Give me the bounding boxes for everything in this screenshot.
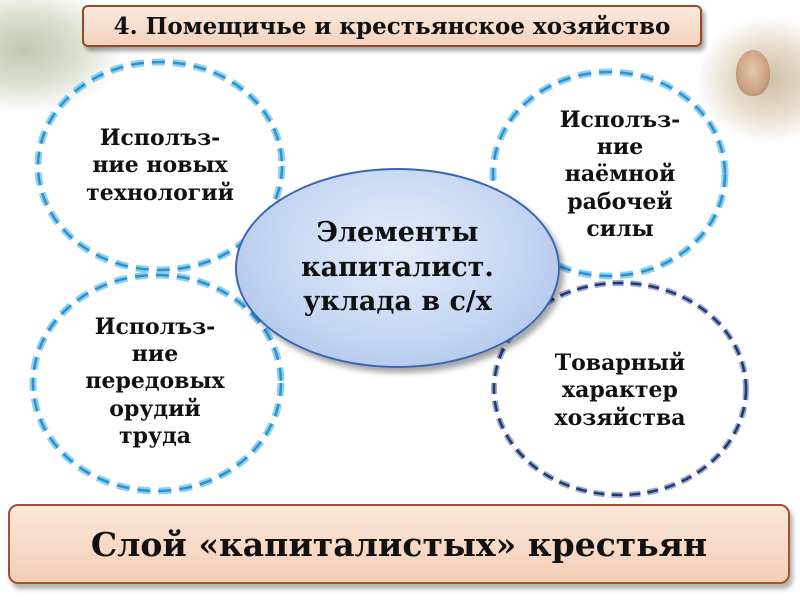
- footer-banner: Слой «капиталистых» крестьян: [8, 504, 790, 584]
- circle-outline-hired-labor: [489, 68, 729, 280]
- circle-outline-commodity: [491, 280, 749, 498]
- center-ellipse: Элементы капиталист. уклада в с/х: [235, 168, 560, 368]
- node-commodity-character: Товарный характер хозяйства: [554, 350, 686, 431]
- circle-outline-tools: [29, 271, 285, 495]
- node-hired-labor: Исполъз- ние наёмной рабочей силы: [559, 107, 681, 242]
- circle-outline-technologies: [34, 58, 286, 274]
- node-advanced-tools: Исполъз- ние передовых орудий труда: [85, 314, 225, 449]
- portrait-face: [736, 50, 770, 96]
- center-label: Элементы капиталист. уклада в с/х: [301, 217, 494, 318]
- node-new-technologies: Исполъз- ние новых технологий: [86, 125, 234, 206]
- slide-title: 4. Помещичье и крестьянское хозяйство: [82, 5, 702, 47]
